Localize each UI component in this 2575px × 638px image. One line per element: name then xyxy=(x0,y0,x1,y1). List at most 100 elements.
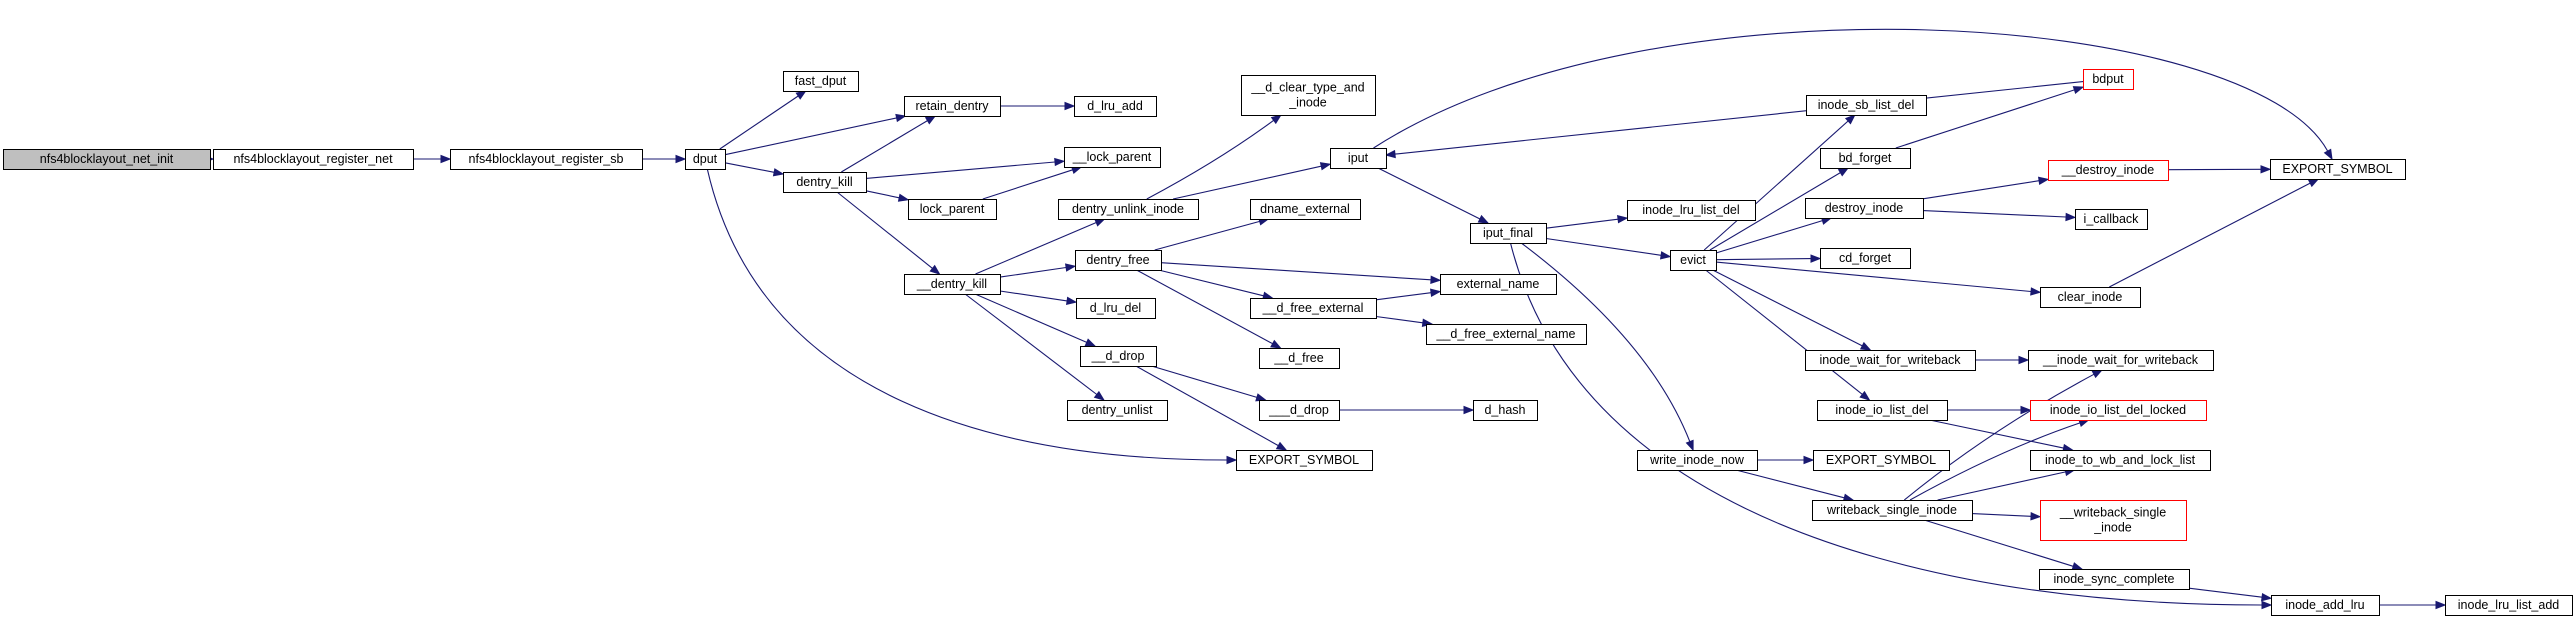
node-inode-wait-for-writeback[interactable]: inode_wait_for_writeback xyxy=(1805,350,1976,371)
edge-arrowhead xyxy=(795,90,807,100)
edge-arrowhead xyxy=(1844,114,1856,125)
node-box xyxy=(2040,500,2187,541)
edge-dentry_unlink_inode-to-iput xyxy=(1172,162,1332,200)
node-export-symbol-3[interactable]: EXPORT_SYMBOL xyxy=(2270,159,2406,180)
node---lock-parent[interactable]: __lock_parent xyxy=(1064,147,1161,168)
node---d-clear-type-and-inode[interactable]: __d_clear_type_and_inode xyxy=(1241,75,1376,116)
node-box xyxy=(1670,250,1717,271)
edge-inode_io_list_del-to-inode_io_list_del_locked xyxy=(1947,405,2032,415)
node-nfs4blocklayout-register-sb[interactable]: nfs4blocklayout_register_sb xyxy=(450,149,643,170)
node---dentry-kill[interactable]: __dentry_kill xyxy=(904,274,1001,295)
node-clear-inode[interactable]: clear_inode xyxy=(2040,287,2141,308)
node-i-callback[interactable]: i_callback xyxy=(2075,209,2148,230)
node-inode-io-list-del[interactable]: inode_io_list_del xyxy=(1817,400,1948,421)
node-dentry-kill[interactable]: dentry_kill xyxy=(783,172,867,193)
edge-line xyxy=(1922,210,2067,218)
node---d-free-external-name[interactable]: __d_free_external_name xyxy=(1426,324,1587,345)
node-nfs4blocklayout-net-init[interactable]: nfs4blocklayout_net_init xyxy=(3,149,211,170)
node-dname-external[interactable]: dname_external xyxy=(1250,199,1361,220)
edge-line xyxy=(1703,120,1849,251)
node---d-free-external[interactable]: __d_free_external xyxy=(1250,298,1377,319)
node-destroy-inode[interactable]: destroy_inode xyxy=(1805,198,1924,219)
edge-dentry_kill-to-__lock_parent xyxy=(865,157,1066,179)
node-label: _inode xyxy=(2093,521,2132,535)
node-label: dentry_kill xyxy=(796,175,852,189)
node-cd-forget[interactable]: cd_forget xyxy=(1820,248,1911,269)
edge-destroy_inode-to-__destroy_inode xyxy=(1922,176,2050,200)
node-retain-dentry[interactable]: retain_dentry xyxy=(904,96,1001,117)
edge-arrowhead xyxy=(1054,157,1066,167)
edge-arrowhead xyxy=(2020,405,2032,415)
node-export-symbol-1[interactable]: EXPORT_SYMBOL xyxy=(1236,450,1373,471)
node-inode-sb-list-del[interactable]: inode_sb_list_del xyxy=(1806,95,1927,116)
node-lock-parent[interactable]: lock_parent xyxy=(908,199,997,220)
edge-line xyxy=(1937,471,2066,501)
node---d-drop[interactable]: __d_drop xyxy=(1080,346,1157,367)
node-iput-final[interactable]: iput_final xyxy=(1470,223,1547,244)
node---destroy-inode[interactable]: __destroy_inode xyxy=(2048,160,2169,181)
node-label: __lock_parent xyxy=(1072,150,1152,164)
node-label: iput_final xyxy=(1483,226,1533,240)
node-box xyxy=(1076,298,1156,319)
node-box xyxy=(2039,569,2190,590)
node----d-drop[interactable]: ___d_drop xyxy=(1259,400,1340,421)
node-dentry-unlist[interactable]: dentry_unlist xyxy=(1067,400,1168,421)
node---inode-wait-for-writeback[interactable]: __inode_wait_for_writeback xyxy=(2028,350,2214,371)
node-label: bd_forget xyxy=(1839,151,1892,165)
node-inode-to-wb-and-lock-list[interactable]: inode_to_wb_and_lock_list xyxy=(2030,450,2211,471)
node-inode-lru-list-add[interactable]: inode_lru_list_add xyxy=(2445,595,2573,616)
node-inode-lru-list-del[interactable]: inode_lru_list_del xyxy=(1627,200,1756,221)
node-bd-forget[interactable]: bd_forget xyxy=(1820,148,1911,169)
edge-iput_final-to-inode_lru_list_del xyxy=(1545,215,1629,229)
edges xyxy=(203,28,2447,610)
node-d-hash[interactable]: d_hash xyxy=(1473,400,1538,421)
edge-__d_free_external-to-external_name xyxy=(1375,288,1442,301)
node-export-symbol-2[interactable]: EXPORT_SYMBOL xyxy=(1813,450,1950,471)
edge-dput-to-export_symbol_1 xyxy=(706,168,1238,465)
edge-line xyxy=(2109,182,2311,288)
node-label: d_lru_del xyxy=(1090,301,1141,315)
node-inode-add-lru[interactable]: inode_add_lru xyxy=(2271,595,2380,616)
edge-line xyxy=(706,168,1228,461)
node-external-name[interactable]: external_name xyxy=(1440,274,1557,295)
node-write-inode-now[interactable]: write_inode_now xyxy=(1637,450,1758,471)
node-dput[interactable]: dput xyxy=(685,149,726,170)
node-inode-sync-complete[interactable]: inode_sync_complete xyxy=(2039,569,2190,590)
edge-dentry_free-to-external_name xyxy=(1160,262,1442,285)
node-box xyxy=(1627,200,1756,221)
edge-inode_wait_for_writeback-to-__inode_wait_for_writeback xyxy=(1975,355,2030,365)
node-box xyxy=(1058,199,1199,220)
edge-arrowhead xyxy=(2091,369,2104,379)
edge-dentry_free-to-__d_free xyxy=(1136,269,1282,349)
node-iput[interactable]: iput xyxy=(1330,148,1387,169)
node-label: inode_to_wb_and_lock_list xyxy=(2045,453,2196,467)
node-dentry-unlink-inode[interactable]: dentry_unlink_inode xyxy=(1058,199,1199,220)
edge-dentry_free-to-__d_free_external xyxy=(1158,269,1274,300)
node-label: i_callback xyxy=(2084,212,2140,226)
edge-write_inode_now-to-export_symbol_2 xyxy=(1757,455,1815,465)
node-d-lru-add[interactable]: d_lru_add xyxy=(1074,96,1157,117)
edge-__dentry_kill-to-__d_drop xyxy=(974,293,1097,347)
edge-dentry_kill-to-lock_parent xyxy=(865,190,910,202)
node---writeback-single-inode[interactable]: __writeback_single_inode xyxy=(2040,500,2187,541)
node-evict[interactable]: evict xyxy=(1670,250,1717,271)
node-fast-dput[interactable]: fast_dput xyxy=(783,71,859,92)
edge-___d_drop-to-d_hash xyxy=(1339,405,1475,415)
edge-arrowhead xyxy=(1384,149,1396,159)
edge-dput-to-dentry_kill xyxy=(724,162,785,177)
node-label: __d_drop xyxy=(1091,349,1145,363)
node---d-free[interactable]: __d_free xyxy=(1259,348,1340,369)
node-writeback-single-inode[interactable]: writeback_single_inode xyxy=(1812,500,1973,521)
edge-bdput-to-iput xyxy=(1384,81,2084,159)
edge-line xyxy=(1377,167,1481,220)
node-box xyxy=(2271,595,2380,616)
node-label: evict xyxy=(1680,253,1706,267)
node-bdput[interactable]: bdput xyxy=(2083,69,2134,90)
node-inode-io-list-del-locked[interactable]: inode_io_list_del_locked xyxy=(2030,400,2207,421)
node-nfs4blocklayout-register-net[interactable]: nfs4blocklayout_register_net xyxy=(213,149,414,170)
node-dentry-free[interactable]: dentry_free xyxy=(1075,250,1162,271)
edge-line xyxy=(974,293,1087,343)
edge-line xyxy=(1715,220,1823,254)
node-d-lru-del[interactable]: d_lru_del xyxy=(1076,298,1156,319)
edge-arrowhead xyxy=(1463,405,1475,415)
